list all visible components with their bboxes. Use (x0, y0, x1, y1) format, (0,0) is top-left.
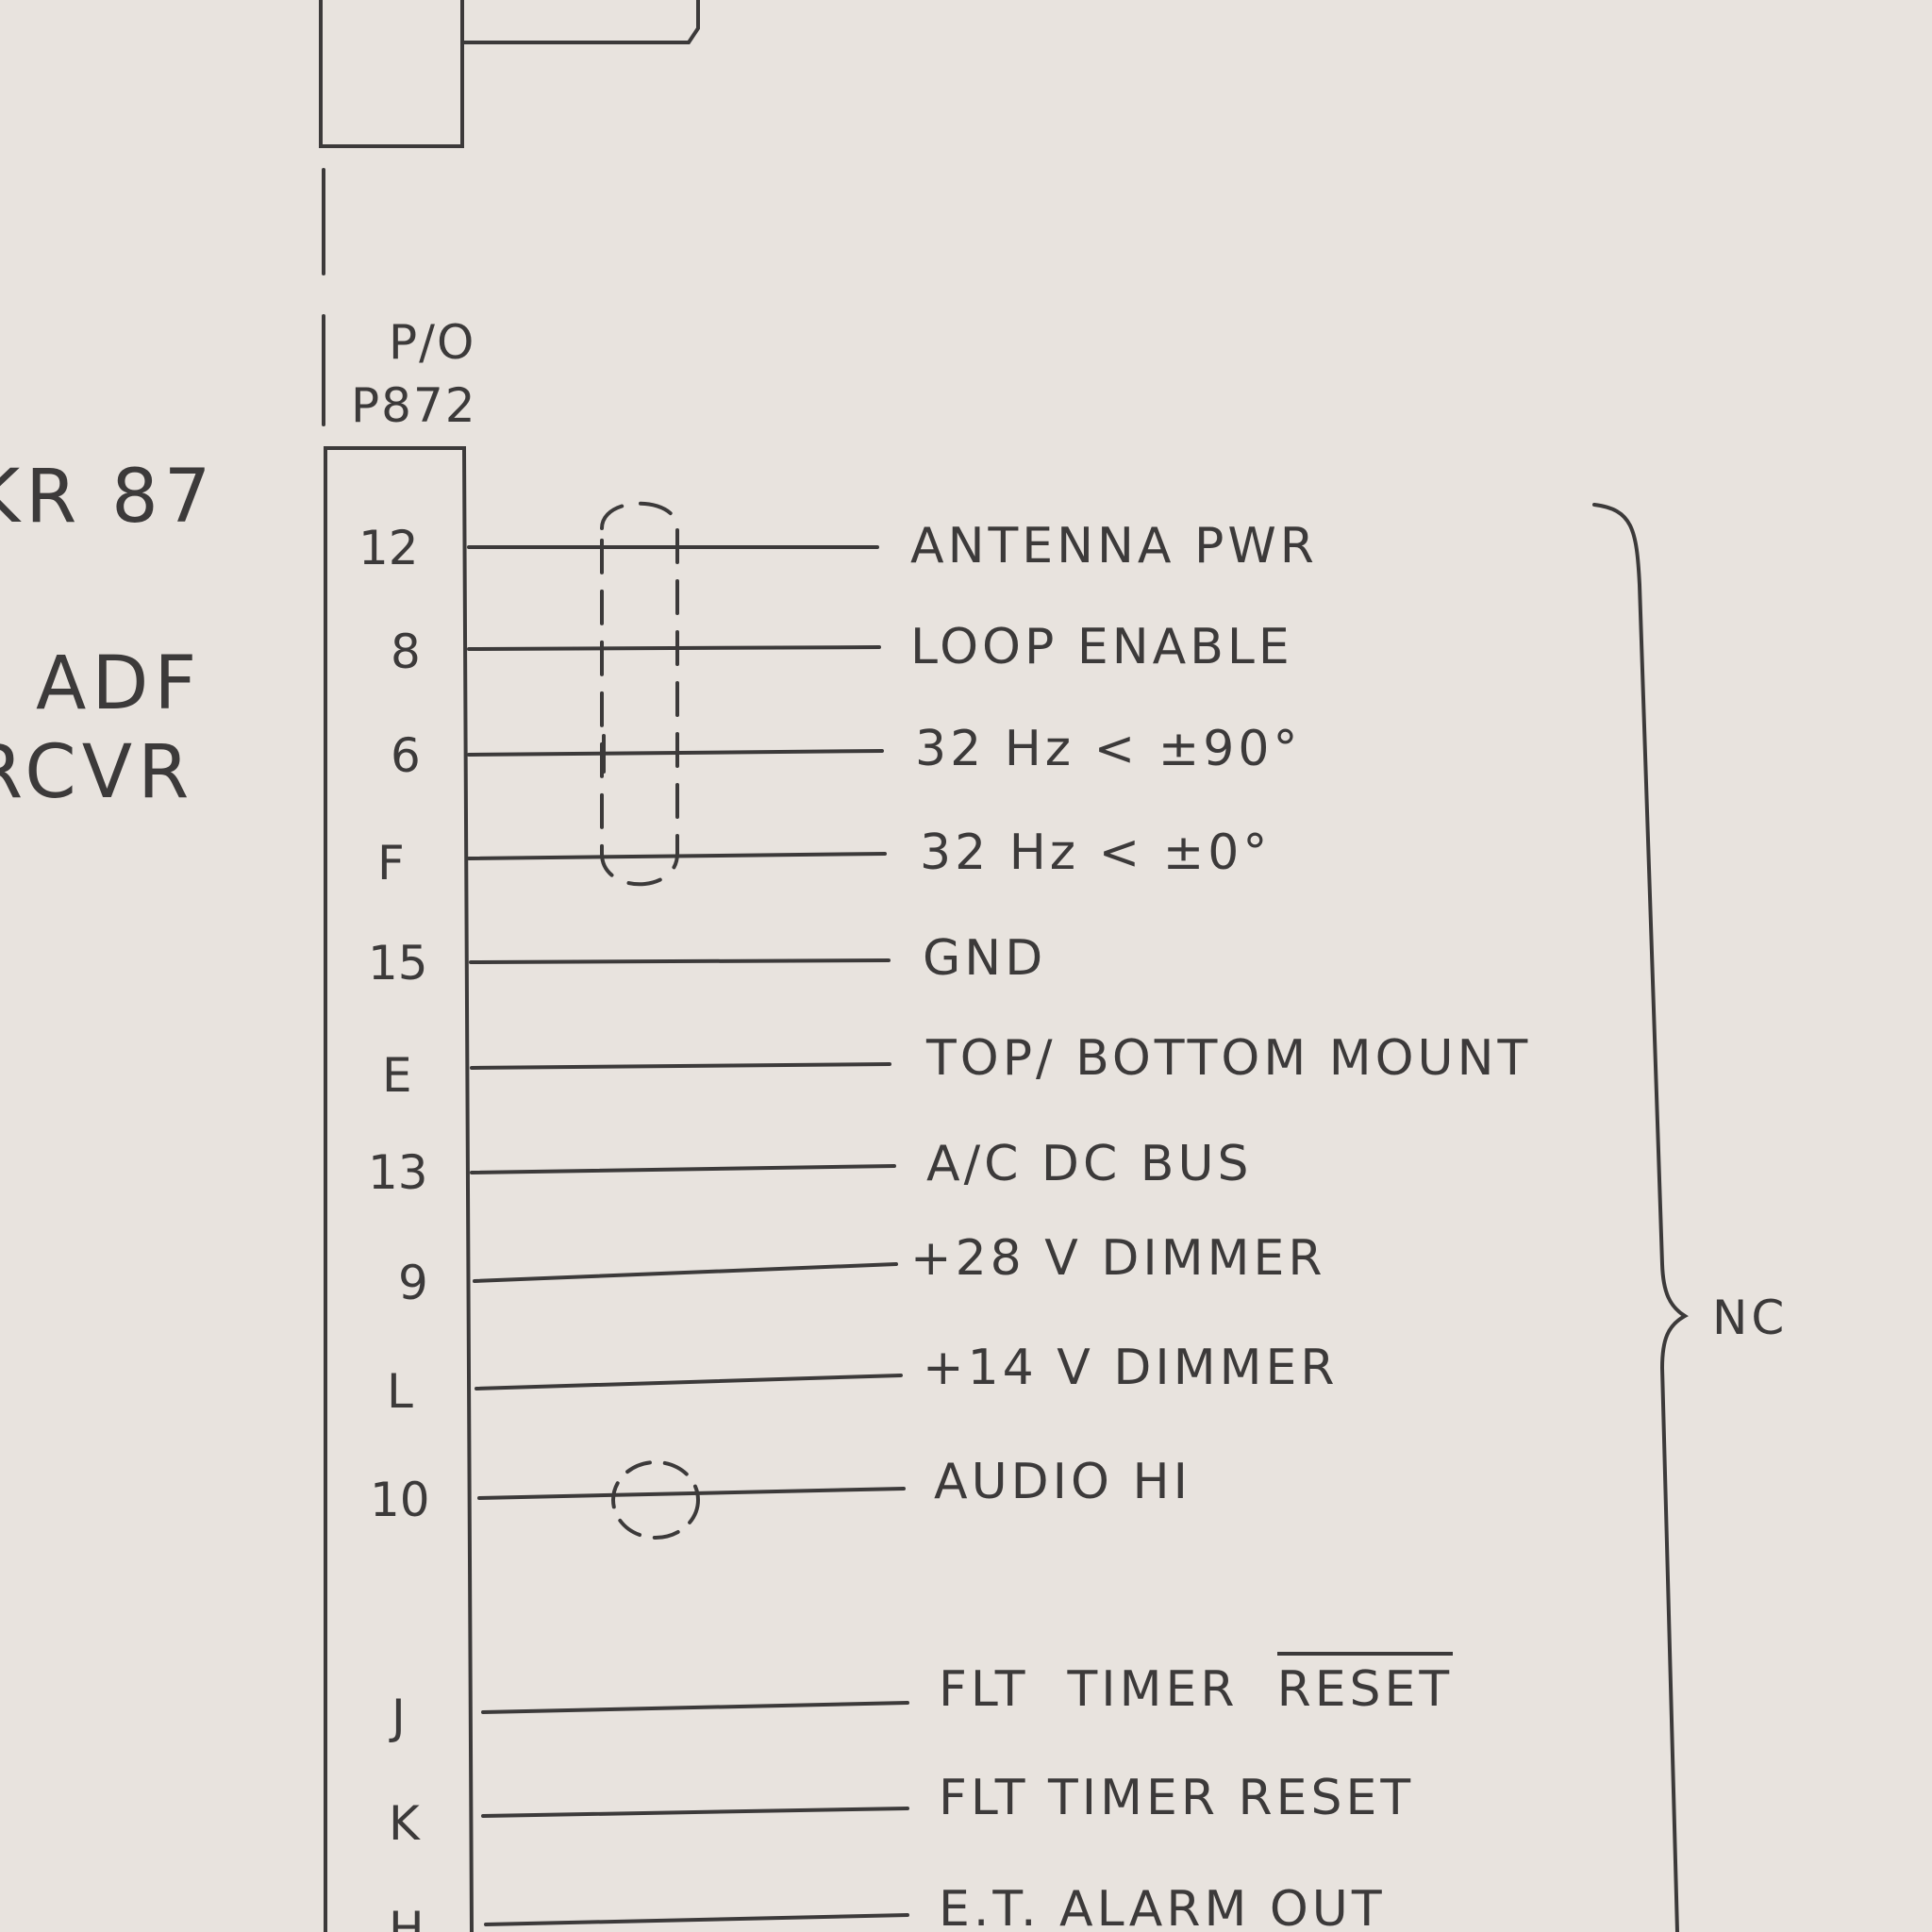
upper-block-outline (319, 0, 464, 148)
pin-number: 8 (391, 625, 421, 679)
device-model: KR 87 (0, 455, 217, 540)
device-title-line1: ADF (36, 641, 203, 726)
wire-9 (473, 1262, 898, 1283)
pin-number: 10 (370, 1473, 430, 1527)
signal-label: AUDIO HI (934, 1454, 1191, 1510)
wire-15 (469, 958, 891, 964)
signal-label: LOOP ENABLE (910, 619, 1293, 675)
signal-label-overlined: RESET (1276, 1652, 1454, 1718)
pin-number: 12 (358, 521, 419, 575)
pin-number: 13 (368, 1145, 428, 1200)
signal-label: TOP/ BOTTOM MOUNT (926, 1030, 1532, 1087)
pin-number: F (377, 836, 405, 891)
shield-oval-group (600, 501, 679, 887)
wire-10 (477, 1487, 906, 1500)
wire-L (475, 1374, 903, 1391)
wire-13 (470, 1164, 896, 1174)
upper-block-lead (460, 0, 700, 44)
audio-shield (611, 1460, 700, 1540)
pin-number: 15 (368, 936, 428, 991)
signal-label: FLT TIMER RESET (939, 1770, 1415, 1826)
nc-label: NC (1712, 1291, 1789, 1345)
signal-label: 32 Hz < ±0° (920, 824, 1272, 881)
signal-label: A/C DC BUS (926, 1136, 1253, 1192)
signal-label: E.T. ALARM OUT (939, 1881, 1386, 1932)
pin-number: 9 (398, 1256, 428, 1310)
pin-number: L (387, 1364, 413, 1419)
signal-label: GND (923, 930, 1047, 987)
pin-number: K (389, 1796, 420, 1851)
pin-number: E (382, 1048, 412, 1103)
connector-label-line2: P872 (351, 378, 477, 433)
signal-label-prefix: FLT TIMER (939, 1661, 1277, 1718)
connector-body (324, 446, 474, 1932)
signal-label: +14 V DIMMER (923, 1340, 1339, 1396)
wire-J (481, 1701, 909, 1714)
connector-label-line1: P/O (389, 315, 476, 370)
wire-H (484, 1913, 909, 1926)
signal-label: 32 Hz < ±90° (915, 721, 1302, 777)
wire-E (470, 1062, 891, 1070)
signal-label: +28 V DIMMER (910, 1230, 1326, 1287)
pin-number: 6 (391, 728, 421, 783)
wire-K (481, 1807, 909, 1818)
signal-label: ANTENNA PWR (910, 518, 1318, 575)
device-title-line2: RCVR (0, 730, 195, 815)
nc-bracket (1592, 503, 1689, 1932)
wire-8 (467, 645, 881, 651)
shield-oval (600, 501, 679, 887)
pin-number: J (391, 1690, 406, 1744)
pin-number: H (389, 1902, 425, 1932)
signal-label-j: FLT TIMER RESET (939, 1652, 1454, 1718)
